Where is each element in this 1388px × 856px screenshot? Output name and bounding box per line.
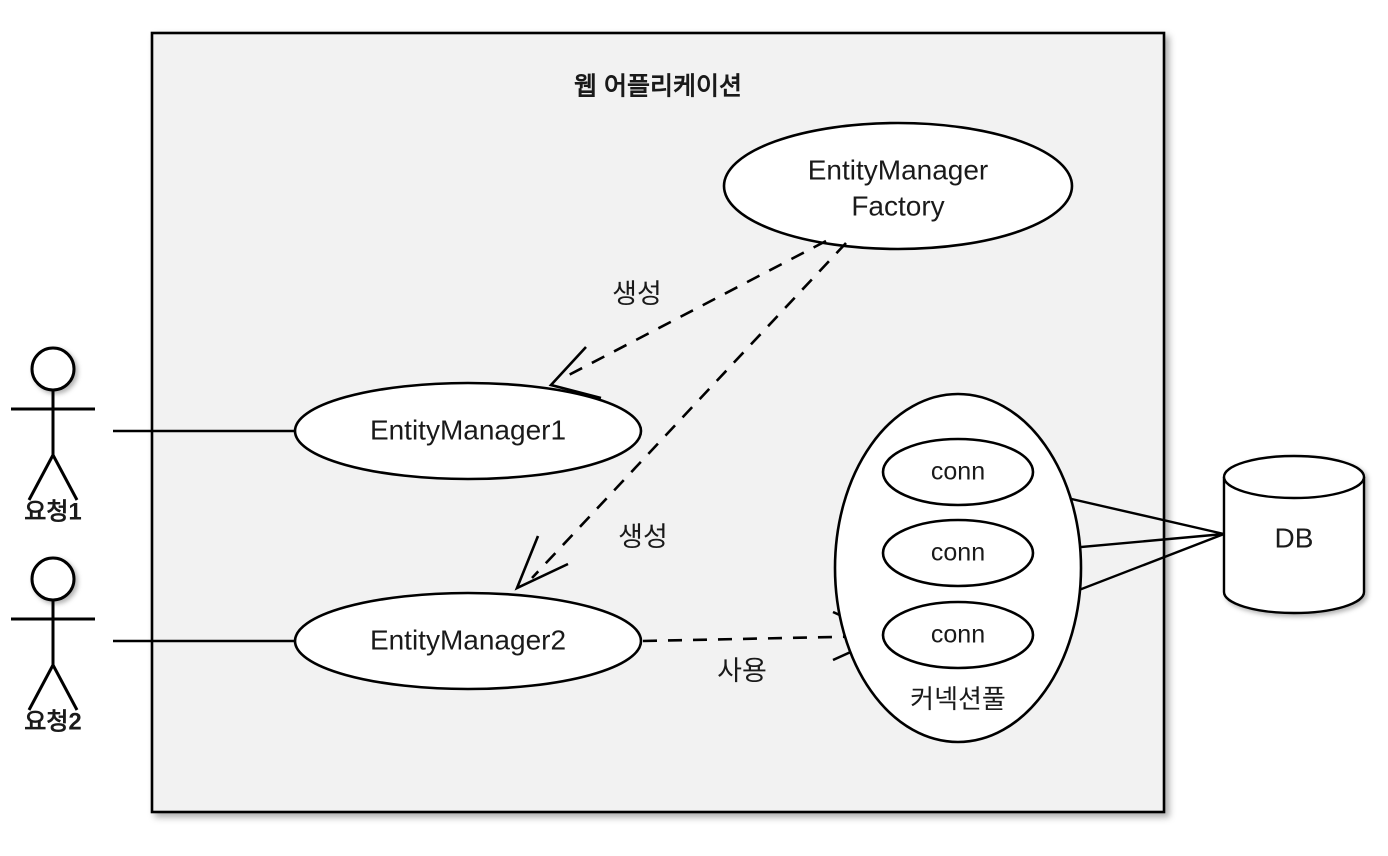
node-entitymanager-factory[interactable]: EntityManager Factory bbox=[722, 121, 1074, 251]
conn3-ellipse bbox=[881, 600, 1035, 670]
actor-left-leg bbox=[27, 454, 55, 501]
entitymanager2-ellipse bbox=[293, 591, 643, 691]
node-entitymanager-2[interactable]: EntityManager2 bbox=[293, 591, 643, 691]
actor-head-icon bbox=[30, 556, 76, 602]
actor-request-2[interactable]: 요청2 bbox=[11, 556, 95, 735]
actor-label-2: 요청2 bbox=[24, 708, 82, 735]
actor-label-1: 요청1 bbox=[24, 498, 82, 525]
entitymanager-factory-ellipse bbox=[722, 121, 1074, 251]
edge-label-create-2: 생성 bbox=[618, 522, 668, 552]
node-conn-3[interactable]: conn bbox=[881, 600, 1035, 670]
db-cylinder-top bbox=[1222, 454, 1366, 500]
node-conn-2[interactable]: conn bbox=[881, 518, 1035, 588]
node-entitymanager-1[interactable]: EntityManager1 bbox=[293, 381, 643, 481]
entitymanager1-label: EntityManager1 bbox=[370, 414, 566, 445]
conn1-ellipse bbox=[881, 437, 1035, 507]
entitymanager1-ellipse bbox=[293, 381, 643, 481]
node-conn-1[interactable]: conn bbox=[881, 437, 1035, 507]
arrowhead-create-1-icon bbox=[548, 346, 602, 400]
entitymanager-factory-label-line1: EntityManager bbox=[808, 154, 989, 185]
conn2-label: conn bbox=[931, 539, 985, 567]
connection-pool-label: 커넥션풀 bbox=[910, 684, 1006, 714]
actor-head-icon bbox=[30, 346, 76, 392]
database-label: DB bbox=[1275, 522, 1314, 553]
entitymanager-factory-label-line2: Factory bbox=[851, 190, 944, 221]
dashed-line-create-2 bbox=[531, 242, 847, 579]
page-title: 웹 어플리케이션 bbox=[574, 73, 742, 101]
conn3-label: conn bbox=[931, 621, 985, 649]
node-database[interactable]: DB bbox=[1222, 454, 1366, 615]
conn2-ellipse bbox=[881, 518, 1035, 588]
entitymanager2-label: EntityManager2 bbox=[370, 624, 566, 655]
conn1-label: conn bbox=[931, 458, 985, 486]
actor-right-leg bbox=[51, 454, 79, 501]
db-cylinder-body bbox=[1224, 477, 1364, 613]
db-cylinder-outline bbox=[1222, 477, 1366, 615]
edge-label-use: 사용 bbox=[717, 656, 767, 686]
actor-right-leg bbox=[51, 664, 79, 711]
arrowhead-create-2-icon bbox=[514, 535, 569, 591]
actor-left-leg bbox=[27, 664, 55, 711]
actor-request-1[interactable]: 요청1 bbox=[11, 346, 95, 525]
edge-factory-creates-entitymanager2: 생성 bbox=[514, 242, 847, 591]
edge-label-create-1: 생성 bbox=[612, 279, 662, 309]
edge-factory-creates-entitymanager1: 생성 bbox=[548, 239, 827, 400]
